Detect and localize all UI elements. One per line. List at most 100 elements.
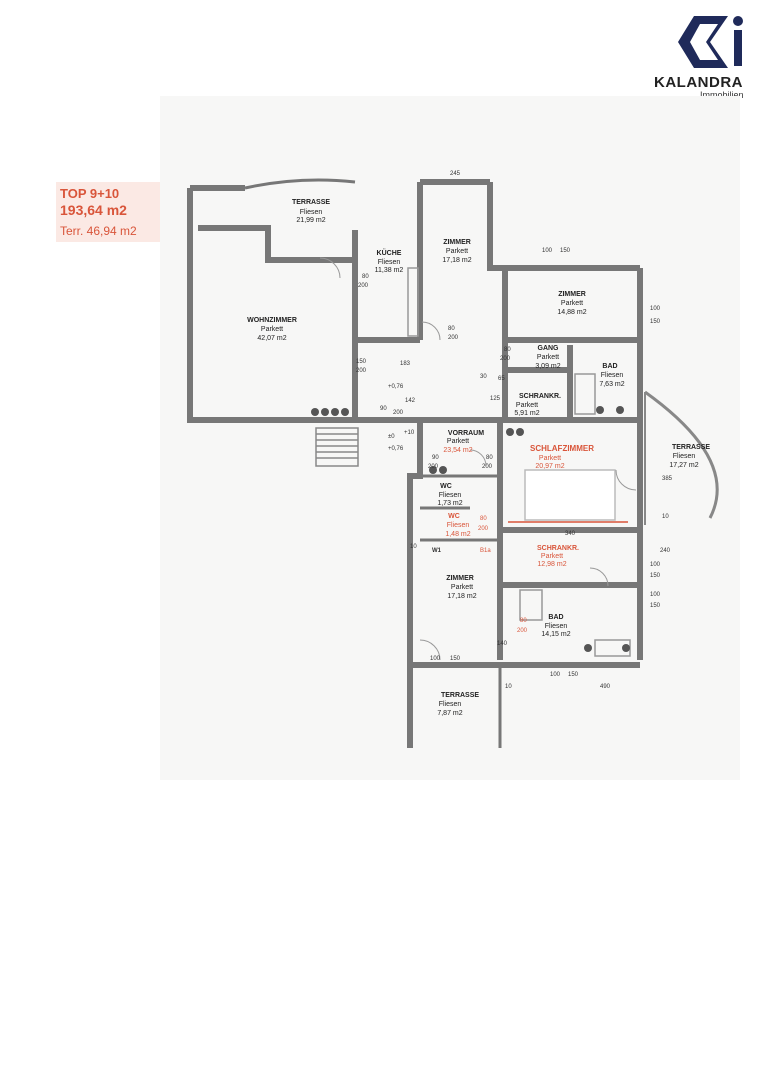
room-kueche-floor: Fliesen — [378, 259, 401, 266]
dim-125: 125 — [490, 396, 501, 402]
room-wohnzimmer-floor: Parkett — [261, 326, 283, 333]
dim-vorraum-80: 80 — [486, 455, 493, 461]
dim-gang-80: 80 — [504, 347, 511, 353]
level-marker-4: +10 — [404, 430, 415, 436]
room-schrank1-floor: Parkett — [516, 402, 538, 409]
dim-left-10: 10 — [410, 544, 417, 550]
dim-200-a: 200 — [356, 368, 367, 374]
room-bad1-name: BAD — [602, 363, 617, 370]
room-vorraum-area: 23,54 m2 — [443, 447, 472, 454]
dim-90: 90 — [380, 406, 387, 412]
floor-plan: TERRASSE Fliesen 21,99 m2 KÜCHE Fliesen … — [187, 171, 719, 748]
room-zimmer3-floor: Parkett — [451, 584, 473, 591]
room-bad1-floor: Fliesen — [601, 372, 624, 379]
dim-kitchen-200: 200 — [358, 283, 369, 289]
dim-gang-200: 200 — [500, 356, 511, 362]
dim-kitchen-80: 80 — [362, 274, 369, 280]
room-terrasse2-area: 17,27 m2 — [669, 462, 698, 469]
dim-300: 200 — [393, 410, 404, 416]
unit-terrace-area: Terr. 46,94 m2 — [60, 224, 137, 238]
room-terrasse3-floor: Fliesen — [439, 701, 462, 708]
room-zimmer1-name: ZIMMER — [443, 239, 471, 246]
level-marker-3: ±0 — [388, 434, 395, 440]
dim-zimmer-80: 80 — [448, 326, 455, 332]
room-schrank2-area: 12,98 m2 — [537, 561, 566, 568]
dim-mid-100: 100 — [650, 562, 661, 568]
dim-30: 30 — [480, 374, 487, 380]
dim-wc-200: 200 — [478, 526, 489, 532]
room-terrasse1-floor: Fliesen — [300, 209, 323, 216]
room-terrasse1-area: 21,99 m2 — [296, 217, 325, 224]
dim-bad-80: 80 — [520, 618, 527, 624]
room-terrasse3-area: 7,87 m2 — [437, 710, 462, 717]
window-markers — [311, 406, 630, 652]
room-bad1-area: 7,63 m2 — [599, 381, 624, 388]
dim-vorraum-90: 90 — [432, 455, 439, 461]
dim-150: 150 — [356, 359, 367, 365]
dim-wc-80: 80 — [480, 516, 487, 522]
room-wohnzimmer-area: 42,07 m2 — [257, 335, 286, 342]
room-zimmer2-name: ZIMMER — [558, 291, 586, 298]
logo-subtitle: Immobilien — [700, 90, 744, 100]
logo-mark-cut — [690, 24, 718, 60]
logo-mark-bar — [734, 30, 742, 66]
dim-385: 385 — [662, 476, 673, 482]
terrace-right-outline — [644, 390, 719, 519]
dim-65: 65 — [498, 376, 505, 382]
room-gang-area: 3,09 m2 — [535, 363, 560, 370]
dim-vorraum-200b: 200 — [482, 464, 493, 470]
unit-top: TOP 9+10 — [60, 186, 120, 201]
dim-142: 142 — [405, 398, 416, 404]
dim-low-150: 150 — [650, 603, 661, 609]
room-bad2-name: BAD — [548, 614, 563, 621]
dim-bottom-10: 10 — [505, 684, 512, 690]
level-marker-2: +0,76 — [388, 446, 404, 452]
room-gang-floor: Parkett — [537, 354, 559, 361]
bed — [524, 469, 616, 521]
unit-area: 193,64 m2 — [60, 202, 127, 218]
room-bad2-floor: Fliesen — [545, 623, 568, 630]
dim-zimmer3-100: 100 — [430, 656, 441, 662]
dim-top-100: 100 — [542, 248, 553, 254]
entrance-stairs — [315, 427, 359, 467]
marker-w1: W1 — [432, 548, 442, 554]
room-zimmer2-area: 14,88 m2 — [557, 309, 586, 316]
dim-right-100: 100 — [650, 306, 661, 312]
dim-340: 340 — [565, 531, 576, 537]
room-schrank2-name: SCHRANKR. — [537, 545, 579, 552]
room-wc1-floor: Fliesen — [439, 492, 462, 499]
dim-bad-200: 200 — [517, 628, 528, 634]
room-wc1-name: WC — [440, 483, 452, 490]
dim-10: 10 — [662, 514, 669, 520]
room-schrank1-area: 5,91 m2 — [514, 410, 539, 417]
dim-low-100: 100 — [650, 592, 661, 598]
dim-245: 245 — [450, 171, 461, 177]
room-schlafzimmer-name: SCHLAFZIMMER — [530, 444, 594, 453]
dim-490: 490 — [600, 684, 611, 690]
dim-mid-150: 150 — [650, 573, 661, 579]
room-schlafzimmer-floor: Parkett — [539, 455, 561, 462]
room-zimmer3-name: ZIMMER — [446, 575, 474, 582]
marker-b1a: B1a — [480, 548, 491, 554]
room-zimmer1-floor: Parkett — [446, 248, 468, 255]
room-terrasse2-floor: Fliesen — [673, 453, 696, 460]
room-schrank2-floor: Parkett — [541, 553, 563, 560]
room-kueche-name: KÜCHE — [377, 248, 402, 257]
room-bad2-area: 14,15 m2 — [541, 631, 570, 638]
bathtub-top — [574, 373, 596, 415]
room-terrasse2-name: TERRASSE — [672, 444, 710, 451]
dim-bottom-100: 100 — [550, 672, 561, 678]
dim-zimmer-200: 200 — [448, 335, 459, 341]
room-wohnzimmer-name: WOHNZIMMER — [247, 317, 297, 324]
room-vorraum-floor: Parkett — [447, 438, 469, 445]
room-terrasse1-name: TERRASSE — [292, 199, 330, 206]
level-marker-1: +0,76 — [388, 384, 404, 390]
room-wc2-area: 1,48 m2 — [445, 531, 470, 538]
room-wc1-area: 1,73 m2 — [437, 500, 462, 507]
door-swings — [319, 257, 637, 661]
dim-top-150: 150 — [560, 248, 571, 254]
room-vorraum-name: VORRAUM — [448, 430, 484, 437]
plan-walls — [187, 178, 643, 748]
room-wc2-floor: Fliesen — [447, 522, 470, 529]
dim-bottom-150: 150 — [568, 672, 579, 678]
